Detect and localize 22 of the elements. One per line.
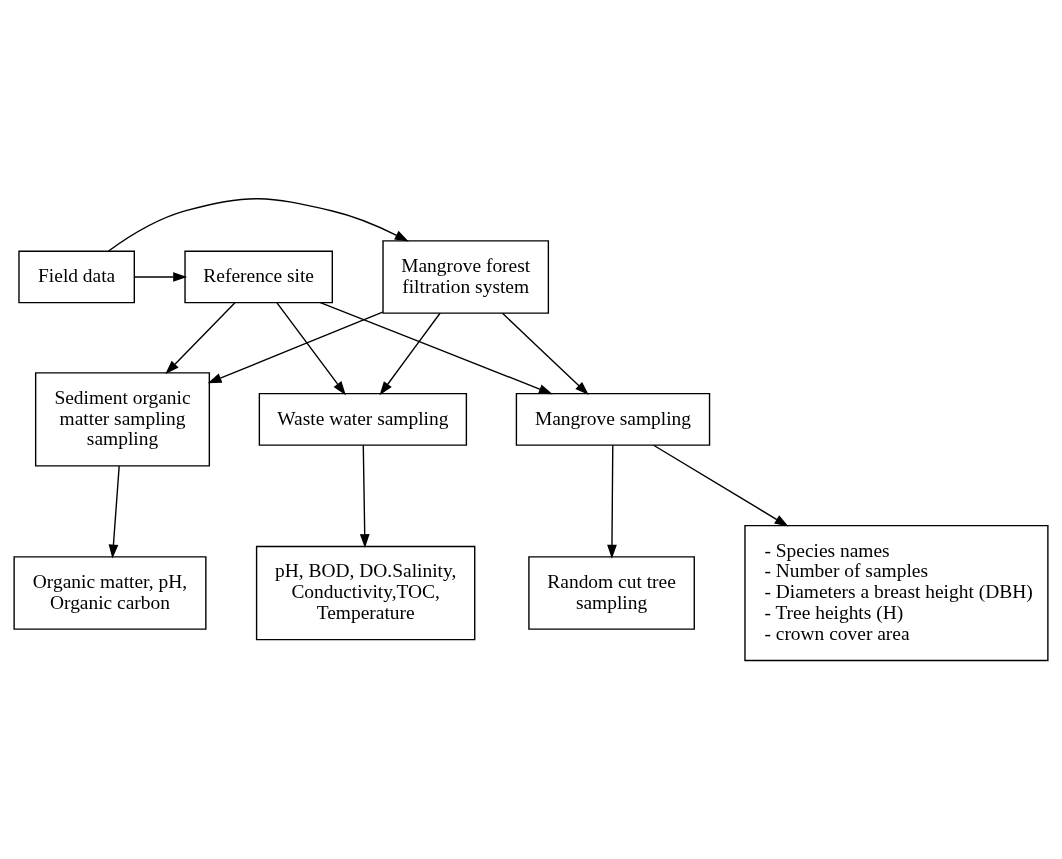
node-box: - Species names - Number of samples - Diameters a breast height (DBH) - Tree heights (H) - crown cover area	[744, 524, 1049, 662]
arrow	[607, 444, 617, 559]
arrow	[276, 301, 346, 396]
node-box: Organic matter, pH, Organic carbon	[13, 556, 207, 630]
node-box: Mangrove sampling	[515, 392, 711, 446]
arrow	[107, 198, 409, 252]
arrow	[501, 312, 589, 396]
arrow	[108, 465, 120, 559]
node-box: Mangrove forest filtration system	[382, 240, 550, 314]
arrow	[165, 301, 236, 375]
arrow	[207, 311, 384, 384]
node-box: Field data	[18, 250, 135, 304]
node-box: Reference site	[184, 250, 333, 304]
arrow	[379, 312, 441, 396]
node-box: Waste water sampling	[258, 392, 468, 446]
arrow	[319, 301, 553, 395]
node-box: pH, BOD, DO.Salinity, Conductivity,TOC, Temperature	[255, 545, 476, 641]
arrow	[652, 444, 789, 527]
arrow	[133, 272, 188, 282]
node-box: Random cut tree sampling	[528, 556, 695, 630]
node-box: Sediment organic matter sampling sampling	[34, 372, 211, 467]
arrow	[359, 444, 370, 549]
